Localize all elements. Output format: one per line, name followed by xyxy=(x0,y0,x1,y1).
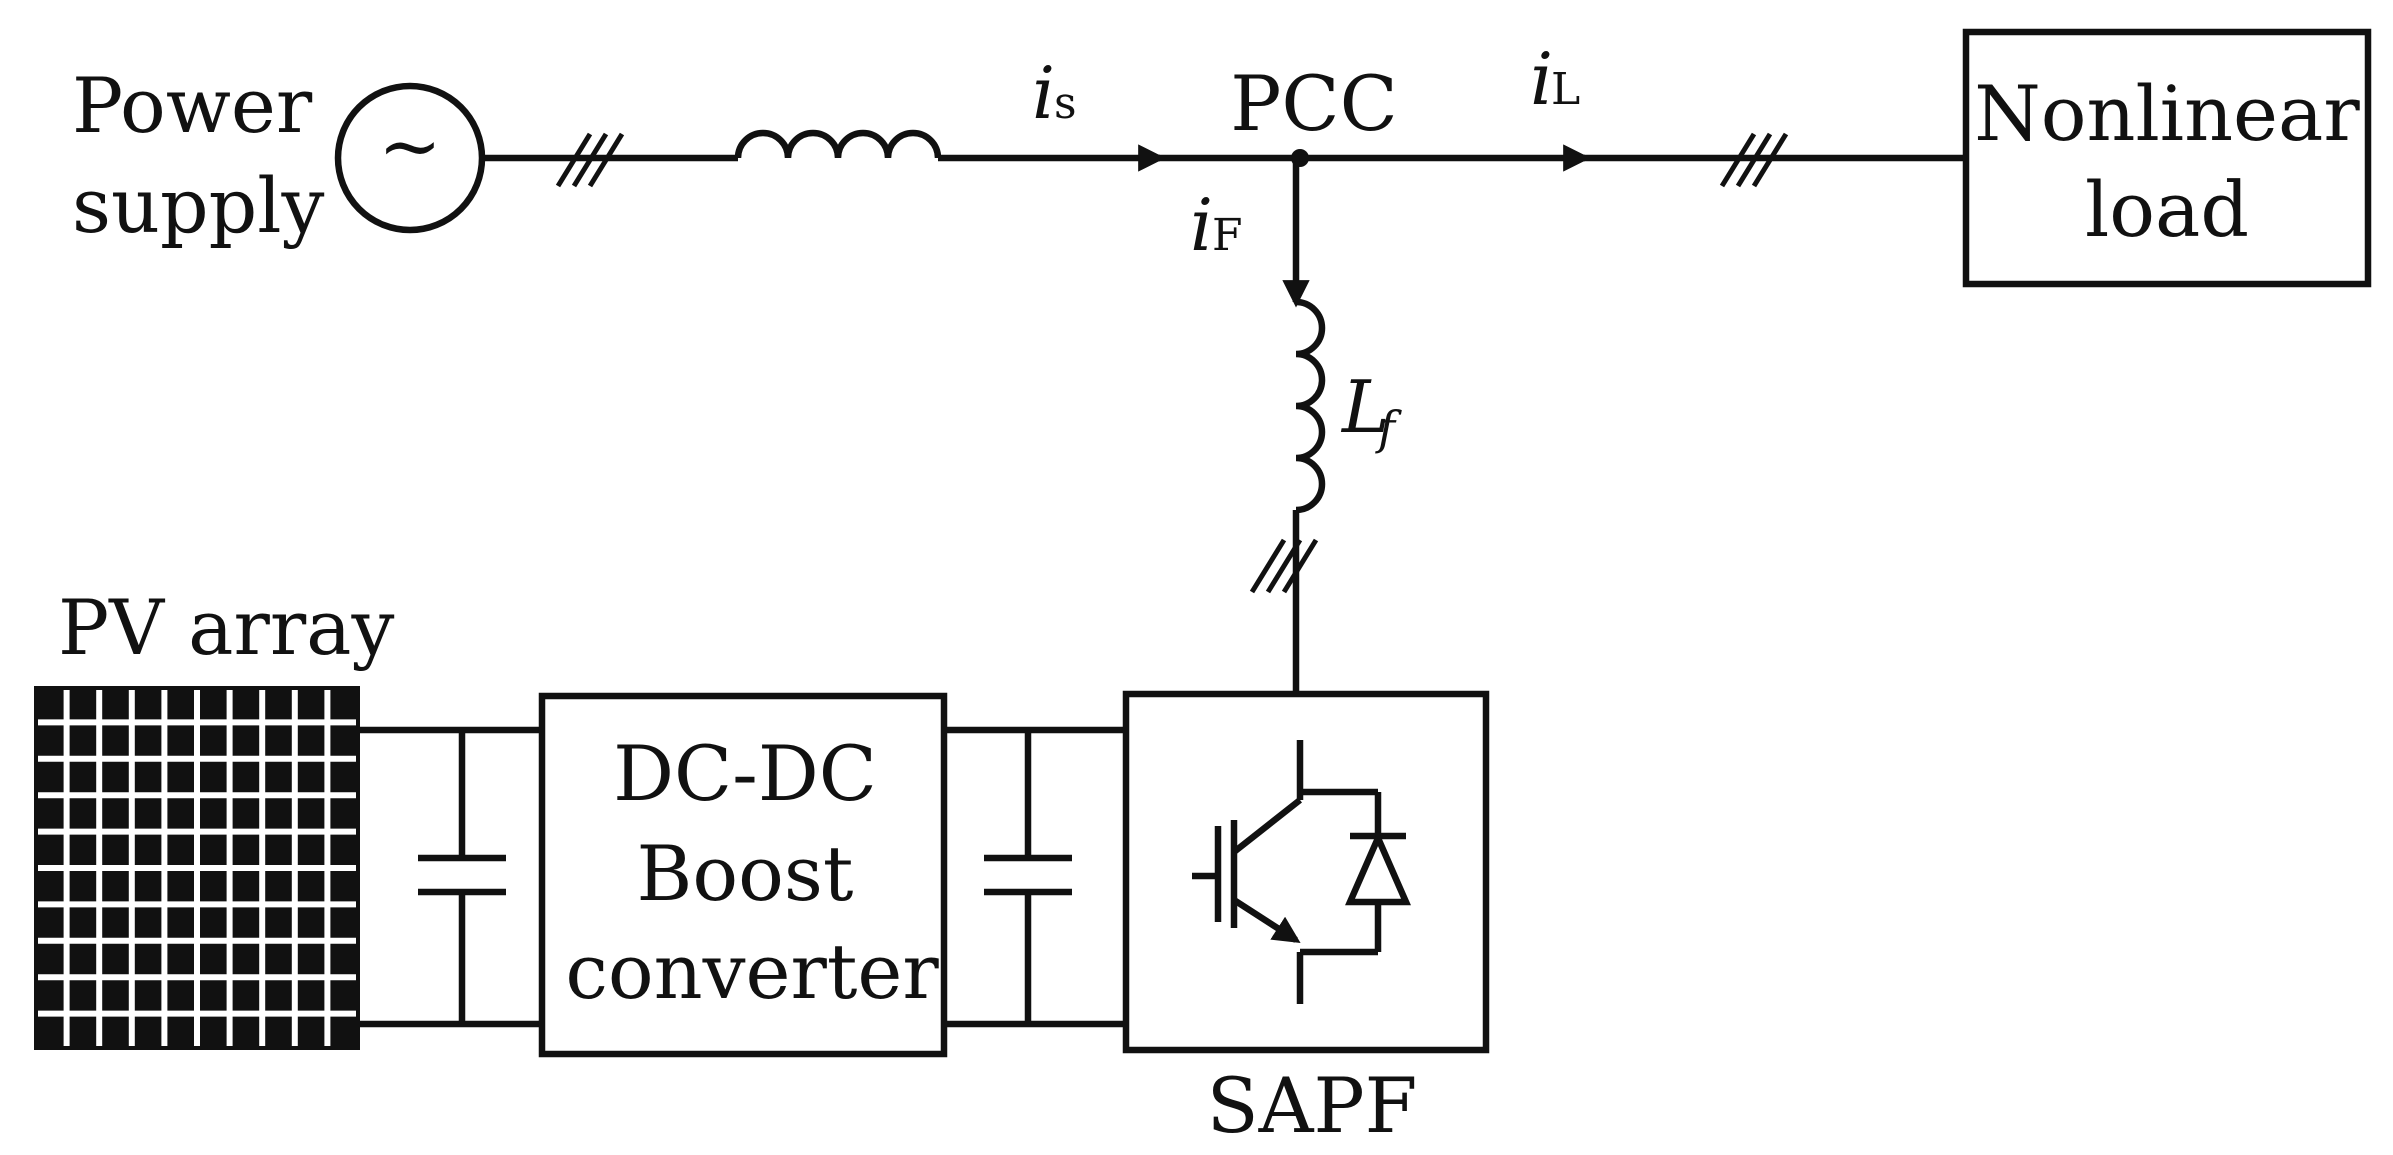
source-current-symbol: i xyxy=(1032,51,1055,135)
filter-inductor-label: L f xyxy=(1340,365,1402,455)
pv-capacitor xyxy=(418,730,506,1024)
three-phase-mark-source xyxy=(555,132,625,188)
sapf-box xyxy=(1122,690,1490,1054)
pv-array: PV array xyxy=(34,583,394,1050)
source-current-subscript: s xyxy=(1054,78,1077,129)
boost-converter-label-line3: converter xyxy=(565,927,939,1016)
filter-inductor xyxy=(1295,298,1326,514)
power-supply: Power supply ~ xyxy=(72,61,486,250)
igbt-switch-symbol xyxy=(1192,740,1378,1004)
load-current-subscript: L xyxy=(1551,64,1580,115)
pcc-label: PCC xyxy=(1230,59,1397,148)
boost-converter-label-line2: Boost xyxy=(637,829,854,918)
filter-inductor-subscript: f xyxy=(1375,401,1402,455)
sapf: SAPF xyxy=(1122,690,1490,1150)
nonlinear-load: Nonlinear load xyxy=(1962,28,2372,288)
power-supply-label-line2: supply xyxy=(72,161,325,250)
filter-current-subscript: F xyxy=(1212,210,1243,261)
pv-array-label: PV array xyxy=(58,583,394,672)
line-inductor xyxy=(734,129,942,159)
source-current-label: i s xyxy=(1032,51,1077,135)
boost-converter-label-line1: DC-DC xyxy=(613,729,877,818)
dc-bus xyxy=(944,726,1126,1028)
sapf-label: SAPF xyxy=(1207,1061,1418,1150)
freewheel-diode-symbol xyxy=(1345,792,1411,952)
load-current-symbol: i xyxy=(1530,37,1553,121)
ac-source-symbol: ~ xyxy=(378,101,442,190)
filter-branch: i F L f xyxy=(1190,158,1402,694)
nonlinear-load-label-line2: load xyxy=(2085,165,2249,254)
filter-current-symbol: i xyxy=(1190,183,1213,267)
load-line: i L xyxy=(1300,37,1966,188)
pv-array-grid xyxy=(38,690,356,1046)
nonlinear-load-label-line1: Nonlinear xyxy=(1974,69,2360,158)
boost-converter: DC-DC Boost converter xyxy=(538,692,948,1058)
dc-bus-capacitor xyxy=(984,730,1072,1024)
boost-converter-box xyxy=(538,692,948,1058)
pv-dc-link xyxy=(360,726,542,1028)
filter-inductor-symbol: L xyxy=(1340,365,1390,449)
three-phase-mark-filter xyxy=(1249,538,1319,594)
source-line: i s xyxy=(482,51,1300,188)
power-supply-label-line1: Power xyxy=(72,61,313,150)
pcc-node: PCC xyxy=(1230,59,1398,167)
three-phase-mark-load xyxy=(1719,132,1789,188)
nonlinear-load-box xyxy=(1962,28,2372,288)
filter-current-label: i F xyxy=(1190,183,1243,267)
load-current-label: i L xyxy=(1530,37,1580,121)
